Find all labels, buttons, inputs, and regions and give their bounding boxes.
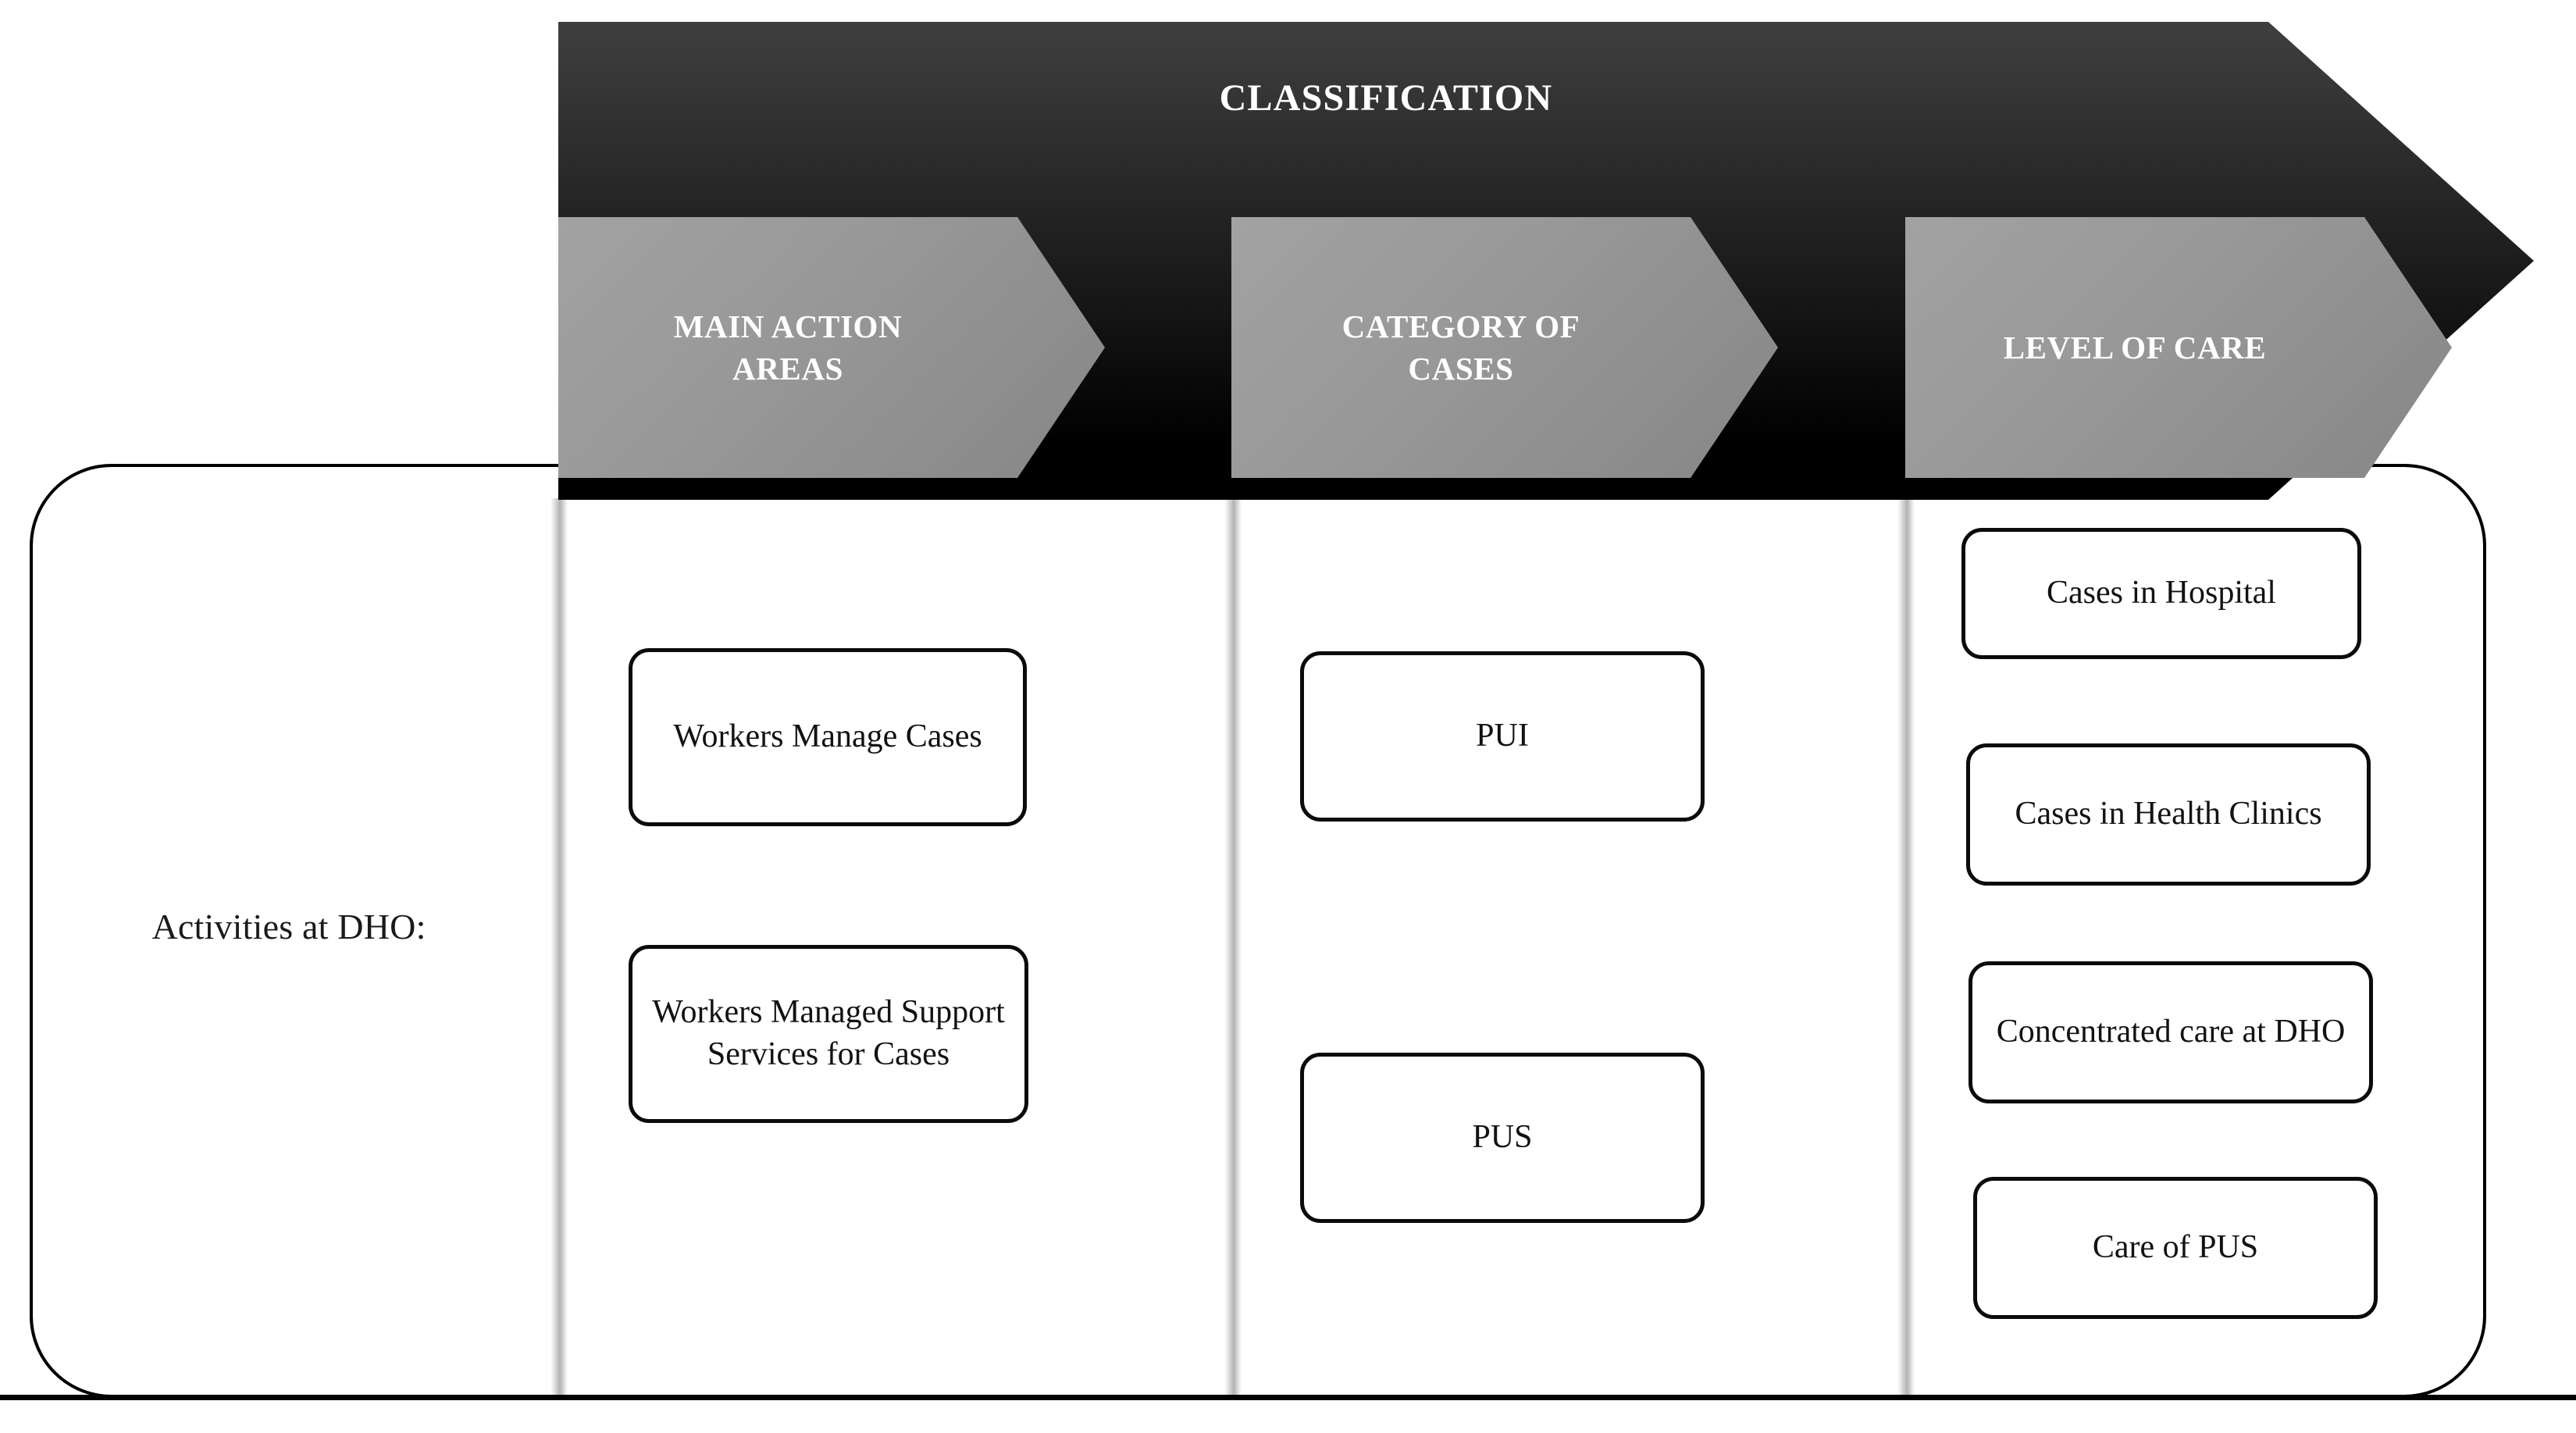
chevron-shape [1905, 217, 2452, 478]
node-care-of-pus[interactable]: Care of PUS [1973, 1177, 2378, 1319]
banner-title: CLASSIFICATION [1219, 77, 1553, 119]
activities-at-dho-label: Activities at DHO: [151, 907, 426, 946]
bottom-rule [0, 1395, 2576, 1400]
chevron-shape [558, 217, 1105, 478]
node-pus[interactable]: PUS [1300, 1053, 1705, 1223]
column-header-label: LEVEL OF CARE [2003, 329, 2267, 365]
column-divider [1897, 498, 1915, 1398]
column-divider [1224, 498, 1242, 1398]
node-workers-manage-cases[interactable]: Workers Manage Cases [629, 648, 1027, 826]
node-pui[interactable]: PUI [1300, 651, 1705, 822]
node-workers-managed-support-services[interactable]: Workers Managed Support Services for Cas… [629, 945, 1028, 1123]
column-divider [550, 498, 568, 1398]
chevron-shape [1231, 217, 1778, 478]
node-cases-in-health-clinics[interactable]: Cases in Health Clinics [1966, 743, 2371, 886]
node-concentrated-care-at-dho[interactable]: Concentrated care at DHO [1969, 961, 2373, 1103]
node-cases-in-hospital[interactable]: Cases in Hospital [1961, 528, 2361, 659]
column-header-chevron-level-of-care[interactable]: LEVEL OF CARE [1905, 217, 2452, 478]
